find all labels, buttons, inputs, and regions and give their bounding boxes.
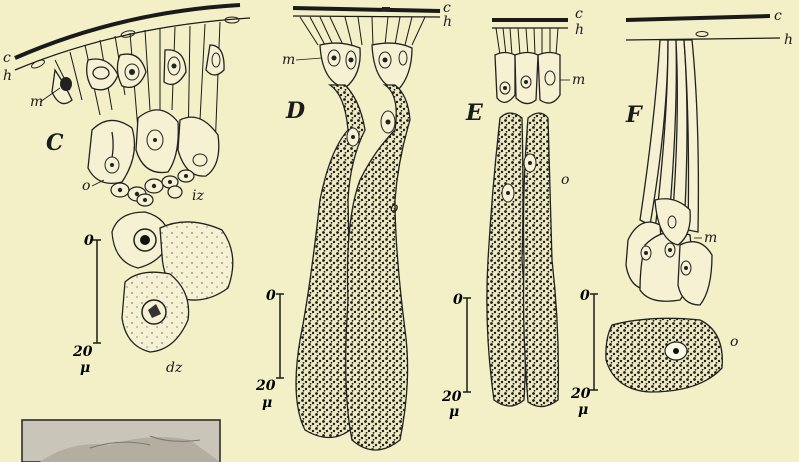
panel-e: c h m E o 0 20 μ [441, 6, 585, 420]
panel-f-label-m: m [704, 230, 717, 246]
panel-f-letter: F [625, 102, 643, 128]
scale-d-bottom: 20 [255, 378, 276, 394]
panel-e-label-c: c [575, 6, 583, 22]
panel-d: m c h D o 0 20 μ [255, 0, 452, 450]
panel-c-label-dz: dz [166, 360, 183, 376]
panel-c: c h m C o iz dz 0 20 μ [3, 5, 250, 376]
panel-f-label-h: h [784, 32, 793, 48]
panel-c-label-h: h [3, 68, 12, 84]
panel-c-label-o: o [82, 178, 90, 194]
panel-e-label-o: o [561, 172, 569, 188]
panel-c-letter: C [46, 130, 64, 156]
scale-c-top: 0 [84, 233, 94, 249]
scale-e-top: 0 [453, 292, 463, 308]
panel-f-label-o: o [730, 334, 738, 350]
panel-f: c h F m o 0 20 μ [570, 8, 793, 418]
scale-f-unit: μ [578, 402, 588, 418]
panel-f-label-c: c [774, 8, 782, 24]
panel-c-label-m: m [30, 94, 43, 110]
panel-e-label-m: m [572, 72, 585, 88]
scale-e-bottom: 20 [441, 389, 462, 405]
panel-c-label-c: c [3, 50, 11, 66]
scale-c-bottom: 20 [72, 344, 93, 360]
panel-d-label-m: m [282, 52, 295, 68]
scale-d-top: 0 [266, 288, 276, 304]
scale-f-bottom: 20 [570, 386, 591, 402]
scale-f-top: 0 [580, 288, 590, 304]
scale-d-unit: μ [262, 395, 272, 411]
panel-d-label-h: h [443, 14, 452, 30]
panel-c-label-iz: iz [192, 188, 204, 204]
panel-e-letter: E [465, 100, 484, 126]
panel-d-letter: D [285, 98, 305, 124]
panel-e-label-h: h [575, 22, 584, 38]
panel-d-label-o: o [390, 200, 398, 216]
inset-photograph [22, 420, 220, 462]
scale-c-unit: μ [80, 360, 90, 376]
scale-e-unit: μ [449, 404, 459, 420]
